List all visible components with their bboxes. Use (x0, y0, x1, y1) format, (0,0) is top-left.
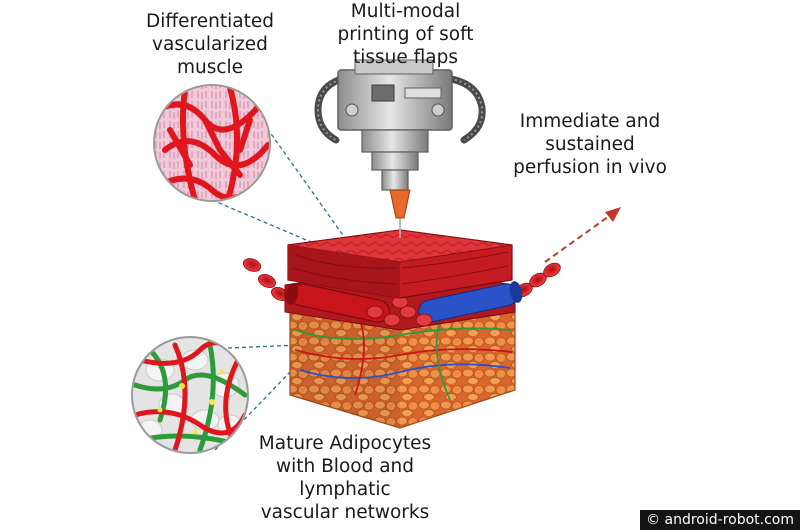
label-adipocytes-line: with Blood and (275, 456, 415, 477)
bioprinter-head-icon (314, 59, 486, 242)
label-adipocytes-line: lymphatic (299, 479, 391, 500)
label-adipocytes-line: vascular networks (260, 502, 430, 523)
label-perfusion-line: perfusion in vivo (513, 157, 667, 178)
label-adipocytes-line: Mature Adipocytes (258, 433, 432, 454)
label-printing-line: Multi-modal (350, 1, 461, 22)
label-muscle-line: vascularized (152, 34, 268, 55)
tissue-block-icon (284, 229, 523, 429)
label-muscle-line: Differentiated (146, 11, 274, 32)
label-printing-line: tissue flaps (352, 47, 459, 68)
label-perfusion: Immediate and sustained perfusion in viv… (500, 110, 680, 179)
label-adipocytes: Mature Adipocytes with Blood and lymphat… (230, 432, 460, 524)
label-printing: Multi-modal printing of soft tissue flap… (318, 0, 493, 69)
label-perfusion-line: sustained (545, 134, 635, 155)
perfusion-arrow (544, 207, 621, 263)
red-blood-cell-icon (242, 258, 561, 302)
label-muscle: Differentiated vascularized muscle (120, 10, 300, 79)
adipose-microscopy-icon (131, 336, 249, 454)
muscle-microscopy-icon (153, 84, 271, 202)
label-printing-line: printing of soft (337, 24, 474, 45)
label-muscle-line: muscle (176, 57, 244, 78)
label-perfusion-line: Immediate and (519, 111, 661, 132)
watermark: © android-robot.com (640, 510, 800, 530)
